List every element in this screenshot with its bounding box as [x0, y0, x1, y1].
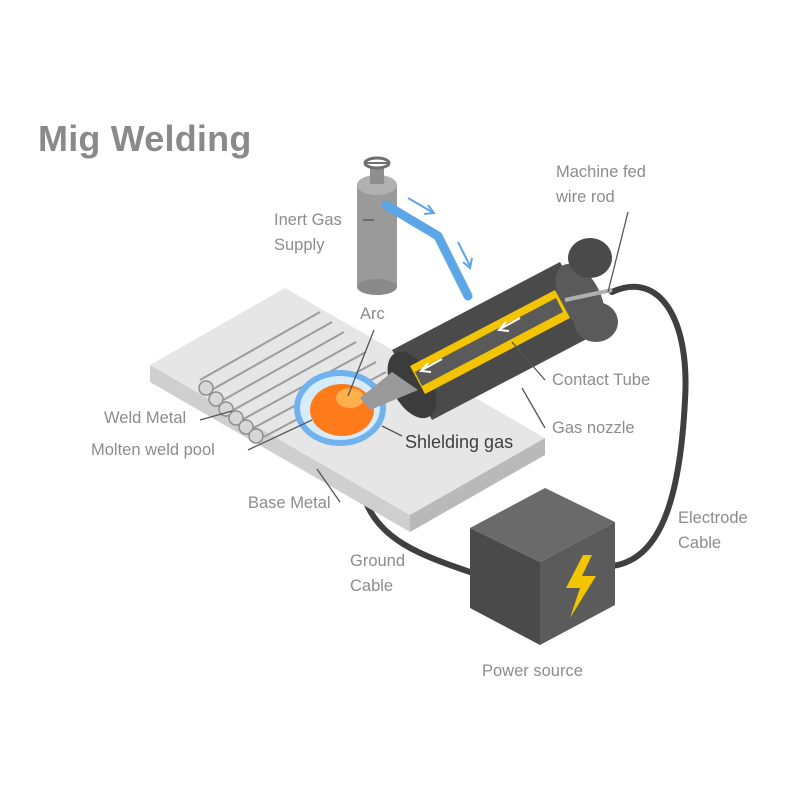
- label-base-metal: Base Metal: [248, 494, 331, 512]
- weld-bead-ends: [198, 380, 264, 444]
- label-inert-gas-supply: Inert Gas Supply: [274, 208, 342, 258]
- label-gas-nozzle: Gas nozzle: [552, 419, 635, 437]
- label-inert-gas-line1: Inert Gas: [274, 211, 342, 229]
- gas-cylinder: [357, 168, 397, 295]
- gas-flow-arrow-icon: [407, 197, 473, 270]
- label-electrode-cable: Electrode Cable: [678, 506, 748, 556]
- electrode-cable: [609, 283, 689, 569]
- lightning-bolt-icon: [566, 555, 596, 618]
- label-ground-line1: Ground: [350, 552, 406, 570]
- wire-flow-arrows: [418, 317, 521, 373]
- label-arc: Arc: [360, 305, 385, 323]
- torch-nozzle-tip: [360, 372, 418, 410]
- label-electrode-line1: Electrode: [678, 509, 748, 527]
- label-electrode-line2: Cable: [678, 534, 722, 552]
- contact-tube: [410, 290, 570, 394]
- label-inert-gas-line2: Supply: [274, 236, 325, 254]
- valve-wheel-icon: [363, 156, 391, 170]
- arc-glow: [336, 388, 364, 408]
- label-wire-rod-line2: wire rod: [556, 188, 615, 206]
- power-source-box: [470, 488, 615, 645]
- label-power-source: Power source: [482, 662, 583, 680]
- label-weld-metal: Weld Metal: [104, 409, 187, 427]
- label-machine-fed-wire-rod: Machine fed wire rod: [556, 160, 646, 210]
- label-wire-rod-line1: Machine fed: [556, 163, 646, 181]
- diagram-title: Mig Welding: [38, 118, 252, 159]
- wire-feed-rollers: [564, 238, 618, 342]
- label-molten-weld-pool: Molten weld pool: [91, 441, 215, 459]
- gas-hose: [381, 200, 473, 301]
- ground-cable: [362, 497, 473, 575]
- label-shielding-gas: Shlelding gas: [405, 432, 514, 452]
- label-ground-cable: Ground Cable: [350, 549, 405, 599]
- label-ground-line2: Cable: [350, 577, 394, 595]
- leader-lines: [199, 211, 629, 503]
- label-contact-tube: Contact Tube: [552, 371, 651, 389]
